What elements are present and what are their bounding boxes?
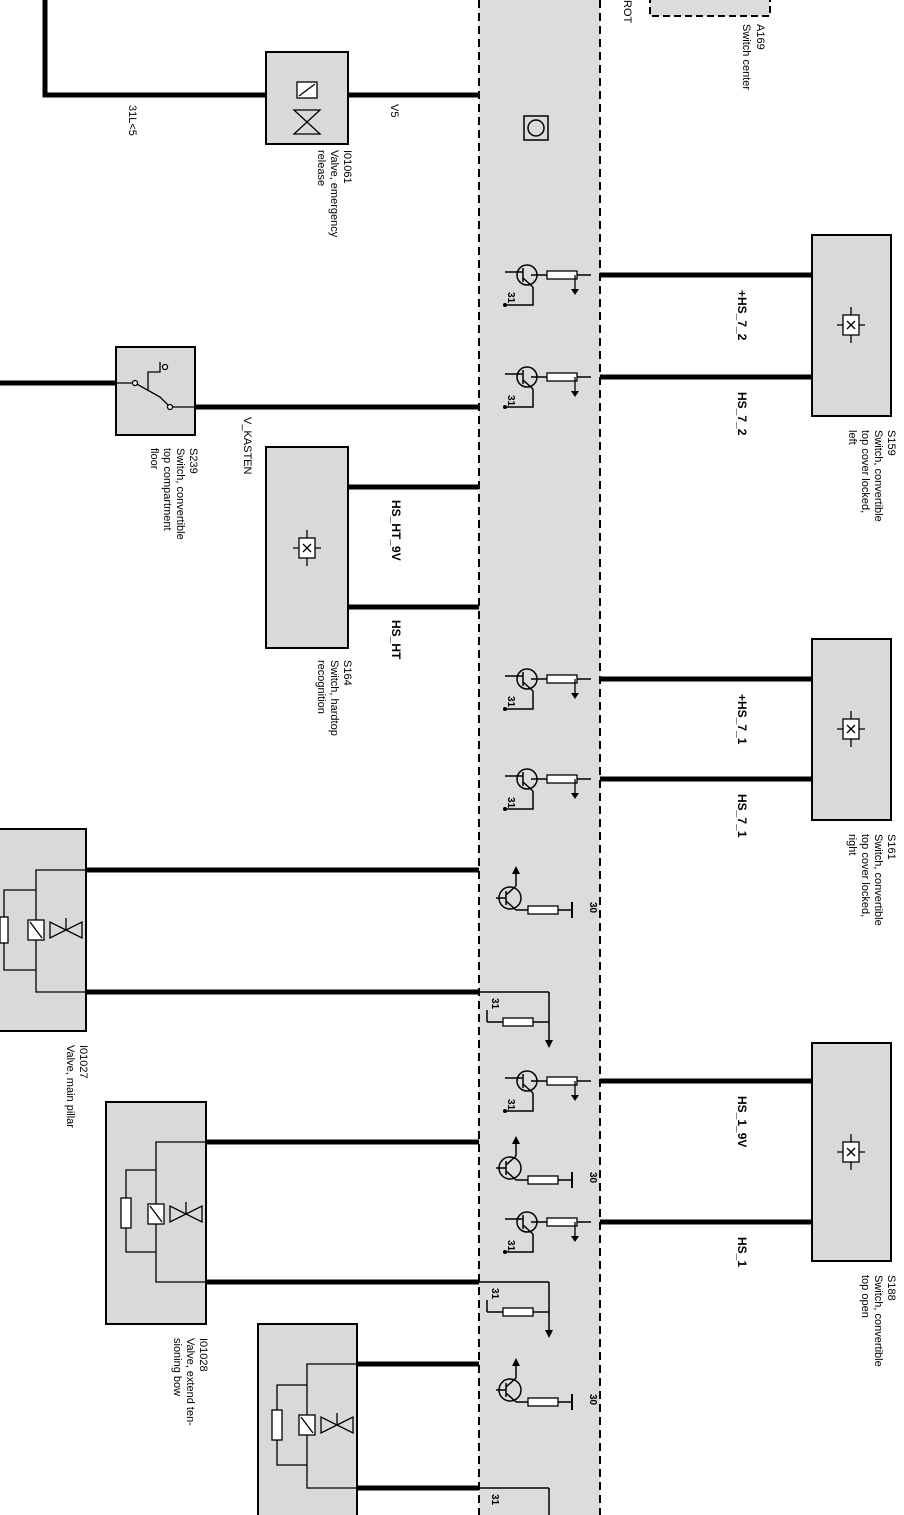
signal-hs-ht: HS_HT [389, 620, 403, 660]
valve-main-pillar-box [0, 828, 87, 1032]
solenoid-valve-icon [120, 1141, 206, 1283]
s159-name-2: top cover locked, [859, 430, 871, 513]
valve-icon [292, 81, 322, 135]
s159-name-3: left [846, 430, 858, 445]
valve-emergency-name-2: release [315, 150, 327, 186]
s239-id: S239 [187, 448, 199, 474]
module-outline-top [649, 0, 771, 17]
signal-hs-1-9v: HS_1_9V [735, 1096, 749, 1147]
s164-name-1: Switch, hardtop [328, 660, 340, 736]
s239-name-2: top compartment [161, 448, 173, 531]
s188-name-2: top open [859, 1275, 871, 1318]
s159-name-1: Switch, convertible [872, 430, 884, 522]
solenoid-valve-icon [271, 1363, 357, 1489]
s164-name-2: recognition [315, 660, 327, 714]
signal-plus-hs-7-2: +HS_7_2 [735, 290, 749, 341]
s161-name-1: Switch, convertible [872, 834, 884, 926]
module-id: A169 [754, 24, 766, 50]
s239-name-1: Switch, convertible [174, 448, 186, 540]
pin-31-label: 31 [489, 1494, 500, 1506]
i01028-name-2: sioning bow [171, 1338, 183, 1396]
ground-label: 31L<5 [126, 105, 138, 136]
signal-hs-7-2: HS_7_2 [735, 392, 749, 436]
switch-top-compartment-box [115, 346, 196, 436]
signal-plus-hs-7-1: +HS_7_1 [735, 694, 749, 745]
switch-contact-icon [116, 362, 195, 411]
pin-31-label: 31 [505, 797, 516, 809]
module-tag: ROT [621, 0, 633, 24]
signal-hs-1: HS_1 [735, 1237, 749, 1267]
pin-31-label: 31 [505, 292, 516, 304]
pin-30-label: 30 [587, 1394, 598, 1406]
pin-30-label: 30 [587, 1172, 598, 1184]
s159-id: S159 [885, 430, 897, 456]
valve-emergency-id: I01061 [341, 150, 353, 184]
i01027-id: I01027 [77, 1045, 89, 1079]
module-logo-icon [523, 115, 549, 141]
signal-hs-ht-9v: HS_HT_9V [389, 500, 403, 561]
pin-31-label: 31 [505, 1099, 516, 1111]
switch-center-module [479, 0, 600, 1515]
s164-id: S164 [341, 660, 353, 686]
s161-name-2: top cover locked, [859, 834, 871, 917]
s188-id: S188 [885, 1275, 897, 1301]
pin-31-label: 31 [505, 395, 516, 407]
s161-name-3: right [846, 834, 858, 855]
module-name: Switch center [740, 24, 752, 90]
solenoid-valve-icon [0, 869, 86, 993]
pin-31-label: 31 [489, 998, 500, 1010]
s239-name-3: floor [148, 448, 160, 470]
i01028-id: I01028 [197, 1338, 209, 1372]
wire-v5-label: V5 [388, 104, 400, 117]
valve-emergency-name-1: Valve, emergency [328, 150, 340, 238]
i01028-name-1: Valve, extend ten- [184, 1338, 196, 1426]
pin-30-label: 30 [587, 902, 598, 914]
pin-31-label: 31 [489, 1288, 500, 1300]
signal-hs-7-1: HS_7_1 [735, 794, 749, 838]
s188-name-1: Switch, convertible [872, 1275, 884, 1367]
pin-31-label: 31 [505, 1240, 516, 1252]
wire-v-kasten-label: V_KASTEN [241, 417, 253, 475]
i01027-name: Valve, main pillar [64, 1045, 76, 1128]
s161-id: S161 [885, 834, 897, 860]
pin-31-label: 31 [505, 696, 516, 708]
